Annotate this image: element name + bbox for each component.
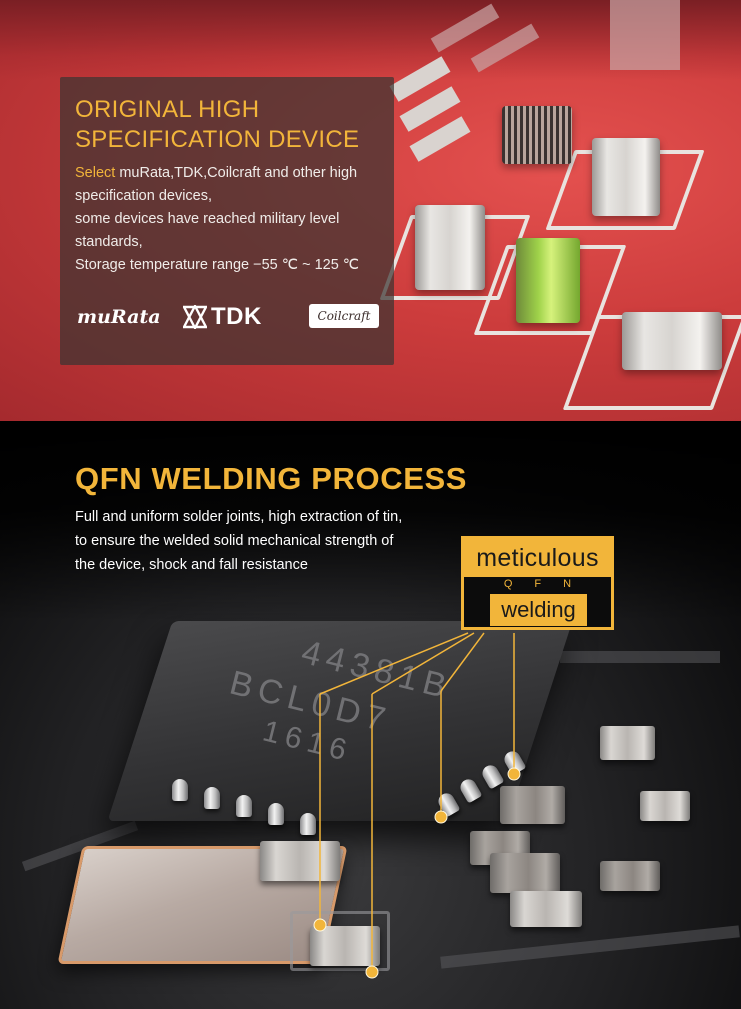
smd-component: [600, 861, 660, 891]
badge-top: meticulous: [464, 539, 611, 577]
capacitor-chip-green: [516, 238, 580, 323]
tdk-emblem-icon: [183, 305, 207, 329]
pcb-trace: [560, 651, 720, 663]
spec-line: Select muRata,TDK,Coilcraft and other hi…: [75, 162, 390, 185]
qfn-title: QFN WELDING PROCESS: [75, 461, 468, 496]
background-fade: [0, 421, 741, 621]
solder-joint: [172, 779, 188, 801]
inductor-chip: [502, 106, 572, 164]
spec-title-line: SPECIFICATION DEVICE: [75, 126, 360, 153]
smd-component: [260, 841, 340, 881]
spec-line: Storage temperature range −55 ℃ ~ 125 ℃: [75, 257, 360, 273]
qfn-line: Full and uniform solder joints, high ext…: [75, 509, 403, 525]
spec-text: muRata,TDK,Coilcraft and other high: [115, 165, 358, 181]
spec-title-line: ORIGINAL HIGH: [75, 96, 260, 123]
qfn-line: to ensure the welded solid mechanical st…: [75, 533, 394, 549]
badge-bottom: welding: [490, 594, 587, 626]
solder-joint: [268, 803, 284, 825]
pcb-trace: [610, 0, 680, 70]
smd-component: [600, 726, 655, 760]
smd-component: [310, 926, 380, 966]
capacitor-chip: [592, 138, 660, 216]
spec-line: standards,: [75, 234, 143, 250]
qfn-line: the device, shock and fall resistance: [75, 557, 308, 573]
solder-joint: [204, 787, 220, 809]
solder-joint: [236, 795, 252, 817]
qfn-section: 44381B BCL0D7 1616: [0, 421, 741, 1009]
smd-component: [510, 891, 582, 927]
smd-component: [500, 786, 565, 824]
qfn-description: Full and uniform solder joints, high ext…: [75, 505, 455, 577]
murata-logo: muRata: [77, 306, 161, 328]
capacitor-chip: [415, 205, 485, 290]
spec-line: specification devices,: [75, 188, 213, 204]
smd-component: [640, 791, 690, 821]
welding-badge: meticulous QFN welding: [461, 536, 614, 630]
device-section: ORIGINAL HIGH SPECIFICATION DEVICE Selec…: [0, 0, 741, 421]
tdk-logo: TDK: [183, 302, 262, 332]
spec-line: some devices have reached military level: [75, 211, 340, 227]
capacitor-chip: [622, 312, 722, 370]
spec-title: ORIGINAL HIGH SPECIFICATION DEVICE: [75, 95, 395, 155]
coilcraft-logo: Coilcraft: [309, 304, 379, 328]
component-pad: [290, 911, 390, 971]
badge-middle: QFN: [503, 578, 594, 590]
tdk-logo-text: TDK: [211, 303, 262, 330]
spec-description: Select muRata,TDK,Coilcraft and other hi…: [75, 162, 390, 277]
solder-joint: [300, 813, 316, 835]
spec-highlight: Select: [75, 165, 116, 181]
brand-logos: muRata TDK Coilcraft: [75, 302, 385, 332]
smd-component: [490, 853, 560, 893]
callout-lines: [313, 632, 521, 979]
